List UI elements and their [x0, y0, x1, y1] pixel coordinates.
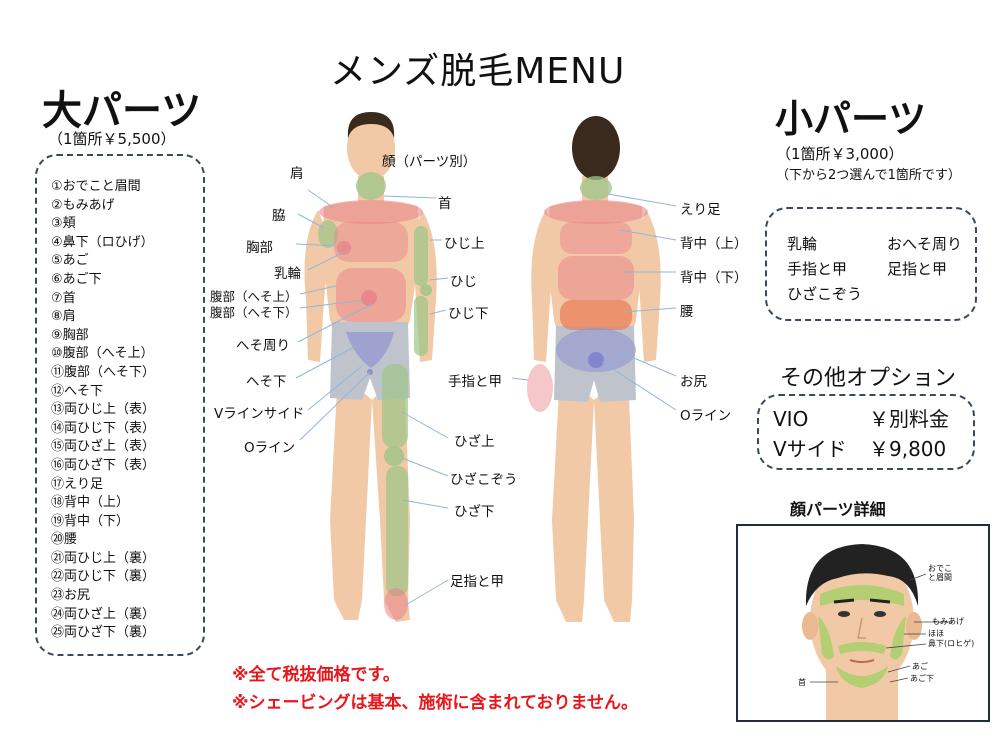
- list-item: ⑨胸部: [51, 327, 89, 343]
- list-item: ⑳腰: [51, 532, 78, 548]
- label-v-side: Vラインサイド: [214, 406, 305, 422]
- label-armpit: 脇: [272, 208, 286, 224]
- label-nipple: 乳輪: [274, 266, 301, 282]
- label-waist: 腰: [680, 304, 694, 320]
- label-abdomen-upper: 腹部（へそ上）: [210, 289, 298, 304]
- list-item: 足指と甲: [887, 260, 948, 278]
- notice-shaving: ※シェービングは基本、施術に含まれておりません。: [232, 693, 638, 713]
- page-title: メンズ脱毛MENU: [330, 51, 626, 92]
- label-o-line-back: Oライン: [680, 408, 732, 424]
- large-parts-price: （1箇所￥5,500）: [48, 130, 176, 148]
- label-abdomen-lower: 腹部（へそ下）: [210, 305, 298, 320]
- list-item: ⑫へそ下: [51, 383, 104, 399]
- face-label-chin: あご: [912, 662, 928, 671]
- list-item: ⑯両ひざ下（表）: [51, 457, 156, 473]
- label-o-line-front: Oライン: [244, 440, 296, 456]
- list-item: ⑪腹部（へそ下）: [51, 364, 156, 380]
- label-back-lower: 背中（下）: [680, 270, 748, 286]
- label-elbow-upper: ひじ上: [444, 236, 485, 252]
- face-label-forehead2: と眉間: [928, 573, 952, 582]
- leader-lines: [295, 159, 677, 607]
- option-row: Vサイド ￥9,800: [773, 434, 973, 464]
- option-price: ￥9,800: [869, 437, 947, 461]
- list-item: ③頬: [51, 216, 76, 232]
- list-item: ⑩腹部（へそ上）: [51, 346, 154, 362]
- front-body: [304, 112, 437, 622]
- list-item: ⑲背中（下）: [51, 513, 130, 529]
- label-hand: 手指と甲: [448, 374, 502, 390]
- label-foot: 足指と甲: [450, 574, 504, 590]
- list-item: ⑦首: [51, 290, 76, 306]
- small-parts-price: （1箇所￥3,000）: [776, 145, 904, 163]
- label-buttocks: お尻: [680, 374, 707, 390]
- list-item: ひざこぞう: [787, 285, 863, 303]
- label-neck: 首: [438, 196, 452, 212]
- face-illustration: [802, 544, 952, 720]
- list-item: ②もみあげ: [51, 197, 115, 213]
- list-item: ④鼻下（ロひげ）: [51, 234, 154, 250]
- list-item: ⑰えり足: [51, 476, 104, 492]
- list-item: ⑱背中（上）: [51, 495, 130, 511]
- option-price: ￥別料金: [869, 407, 949, 431]
- list-item: ㉔両ひざ上（裏）: [51, 606, 156, 622]
- list-item: ⑧肩: [51, 309, 76, 325]
- label-elbow-lower: ひじ下: [448, 306, 489, 322]
- option-name: VIO: [773, 407, 809, 431]
- list-item: おへそ周り: [887, 235, 963, 253]
- large-parts-list: ①おでこと眉間 ②もみあげ ③頬 ④鼻下（ロひげ） ⑤あご ⑥あご下 ⑦首 ⑧肩 ⑨胸部 ⑩腹部（…: [35, 154, 205, 656]
- label-chest: 胸部: [246, 240, 273, 256]
- label-shoulder: 肩: [290, 166, 304, 182]
- list-item: ⑮両ひざ上（表）: [51, 439, 156, 455]
- small-parts-note: （下から2つ選んで1箇所です）: [776, 168, 961, 183]
- list-item: ㉕両ひざ下（裏）: [51, 625, 156, 641]
- label-knee-upper: ひざ上: [454, 434, 495, 450]
- face-detail-box: おでこ と眉間 もみあげ ほほ 鼻下(ロヒゲ) あご あご下 首: [736, 524, 990, 722]
- list-item: 手指と甲: [787, 260, 848, 278]
- list-item: ㉓お尻: [51, 588, 91, 604]
- large-parts-heading: 大パーツ: [42, 88, 202, 134]
- back-body: [527, 116, 661, 622]
- label-face: 顔（パーツ別）: [382, 154, 477, 170]
- small-parts-list: 乳輪 おへそ周り 手指と甲 足指と甲 ひざこぞう: [765, 207, 977, 321]
- list-item: ①おでこと眉間: [51, 179, 141, 194]
- list-item: ⑥あご下: [51, 271, 102, 287]
- label-navel-around: へそ周り: [236, 338, 290, 354]
- face-label-under-chin: あご下: [910, 674, 934, 683]
- list-item: ⑭両ひじ下（表）: [51, 420, 156, 436]
- label-elbow: ひじ: [450, 274, 477, 290]
- label-kneecap: ひざこぞう: [450, 472, 518, 488]
- list-item: ㉑両ひじ上（裏）: [51, 550, 156, 566]
- list-item: ⑤あご: [51, 253, 89, 269]
- face-detail-heading: 顔パーツ詳細: [790, 500, 886, 519]
- face-label-forehead: おでこ: [928, 564, 952, 573]
- face-label-sideburns: もみあげ: [932, 617, 964, 626]
- options-heading: その他オプション: [780, 366, 957, 391]
- options-box: VIO ￥別料金 Vサイド ￥9,800: [757, 394, 975, 470]
- small-parts-heading: 小パーツ: [775, 97, 927, 141]
- label-back-upper: 背中（上）: [680, 236, 748, 252]
- option-row: VIO ￥別料金: [773, 404, 973, 434]
- face-label-neck: 首: [798, 678, 806, 687]
- label-nape: えり足: [680, 202, 721, 218]
- notice-tax: ※全て税抜価格です。: [232, 665, 400, 685]
- label-below-navel: へそ下: [246, 374, 287, 390]
- label-knee-lower: ひざ下: [454, 504, 495, 520]
- list-item: ⑬両ひじ上（表）: [51, 402, 156, 418]
- list-item: 乳輪: [787, 235, 818, 253]
- face-label-cheek: ほほ: [928, 629, 944, 638]
- list-item: ㉒両ひじ下（裏）: [51, 569, 156, 585]
- option-name: Vサイド: [773, 437, 847, 461]
- face-label-nose-under: 鼻下(ロヒゲ): [928, 639, 975, 648]
